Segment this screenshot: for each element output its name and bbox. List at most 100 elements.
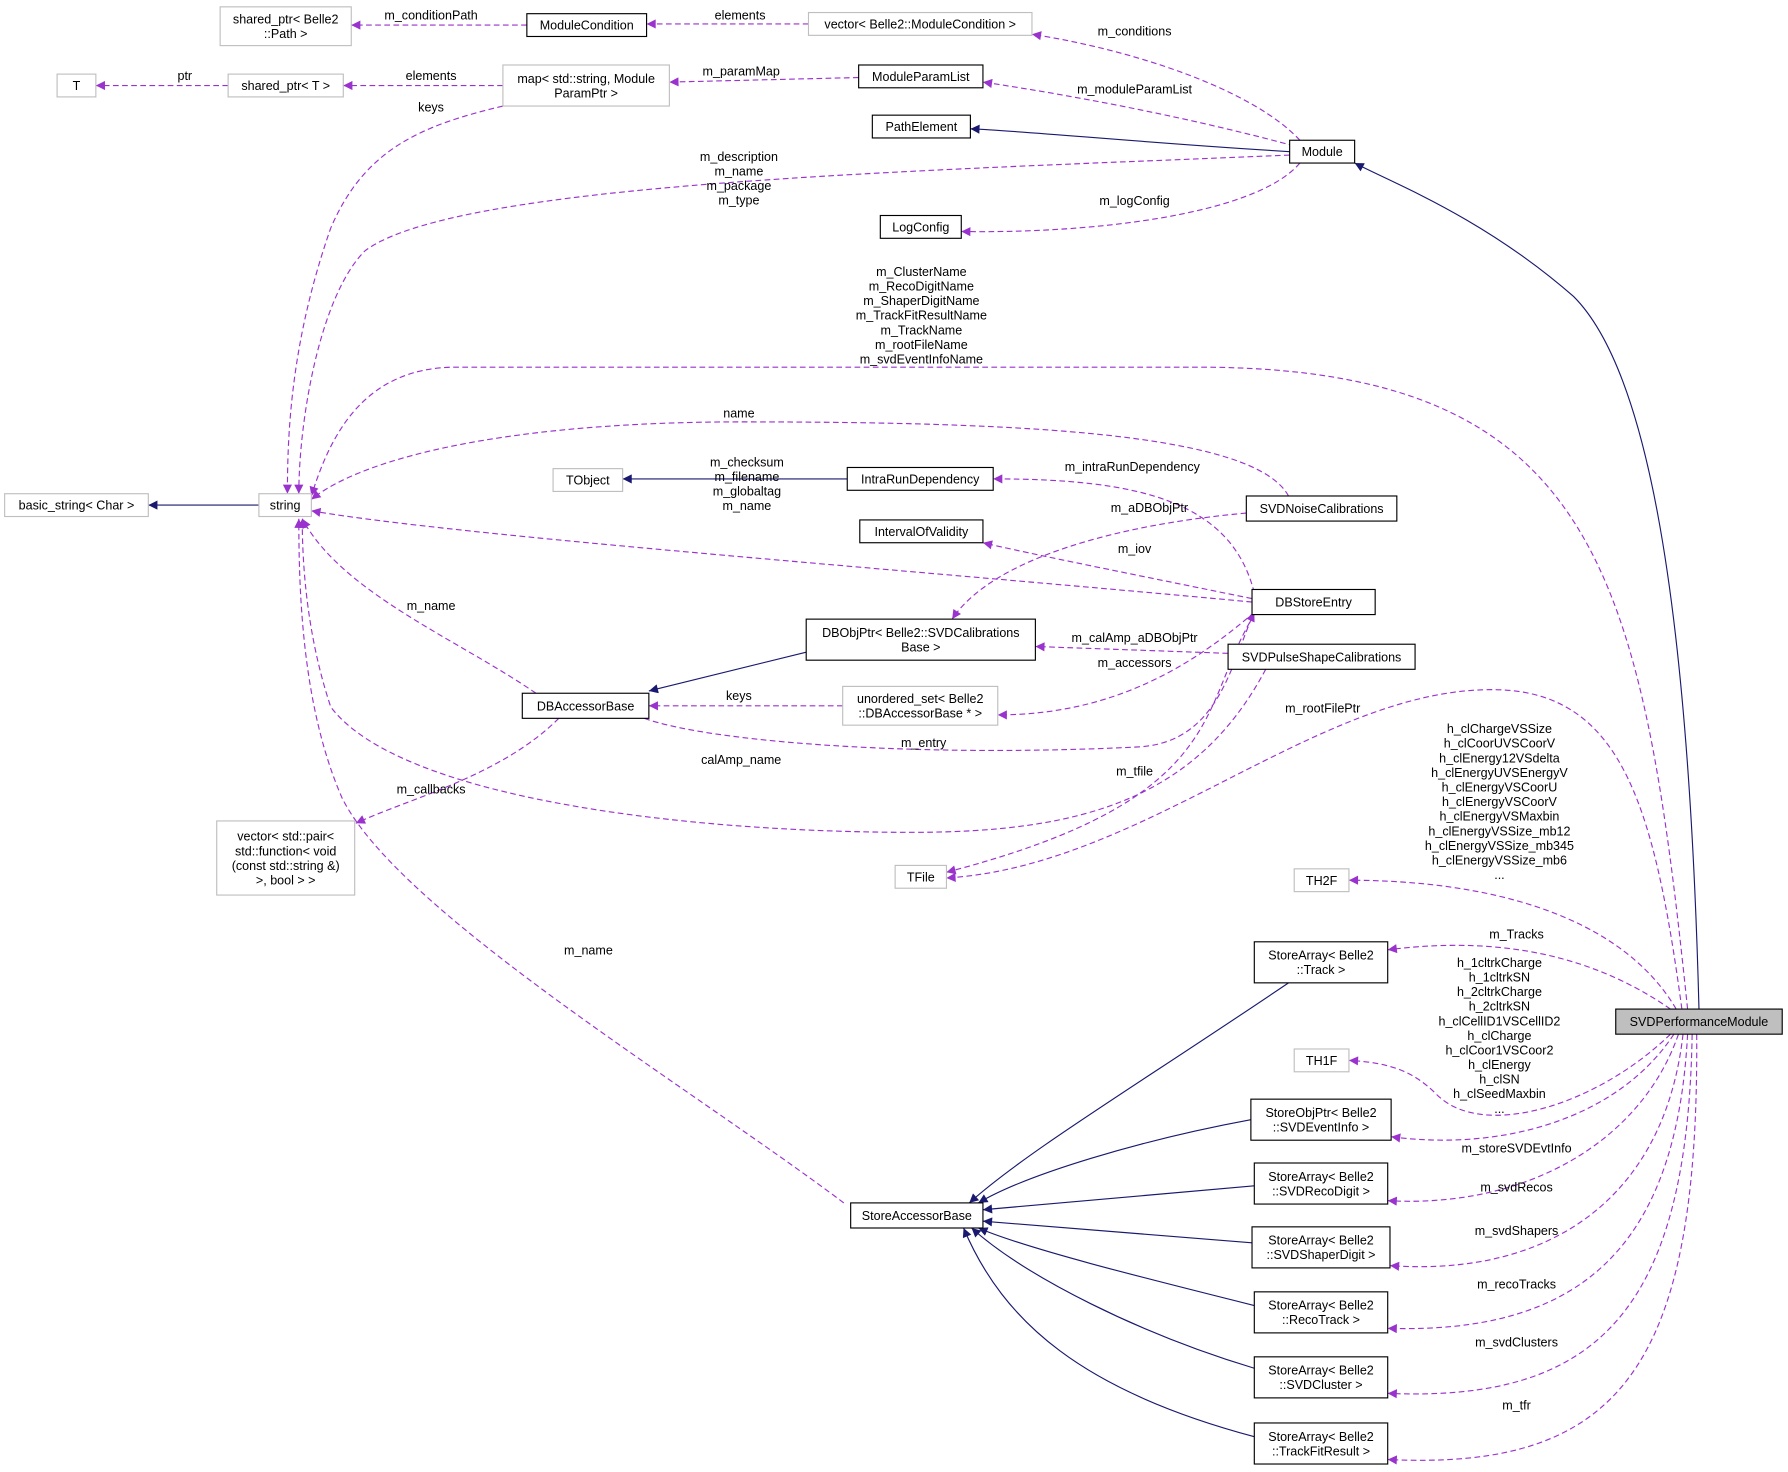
edge-label-name: name <box>723 406 754 420</box>
node-label: StoreArray< Belle2::TrackFitResult > <box>1268 1430 1374 1459</box>
edge-label-m-callbacks: m_callbacks <box>397 783 466 797</box>
node-label-line: (const std::string &) <box>232 859 340 873</box>
node-label-line: DBAccessorBase <box>537 699 635 713</box>
class-node-intrarun[interactable]: IntraRunDependency <box>846 466 994 491</box>
node-label: Module <box>1302 145 1343 159</box>
class-node-sa-recotrack[interactable]: StoreArray< Belle2::RecoTrack > <box>1253 1291 1389 1334</box>
class-node-sp-t[interactable]: shared_ptr< T > <box>227 73 344 98</box>
node-label: shared_ptr< T > <box>241 79 330 93</box>
node-label-line: ::SVDShaperDigit > <box>1266 1248 1375 1262</box>
node-label-line: ModuleParamList <box>872 70 970 84</box>
node-label-line: TH2F <box>1306 874 1338 888</box>
usage-edge-noisecal-to-string <box>310 421 1290 500</box>
class-node-module[interactable]: Module <box>1289 139 1356 164</box>
class-node-sp-path[interactable]: shared_ptr< Belle2::Path > <box>219 6 352 47</box>
inheritance-edge-sa_tfr-to-storeaccessor <box>962 1227 1255 1438</box>
node-label-line: >, bool > > <box>256 873 316 887</box>
class-node-modparamlist[interactable]: ModuleParamList <box>858 64 984 89</box>
class-node-sa-cluster[interactable]: StoreArray< Belle2::SVDCluster > <box>1253 1356 1389 1399</box>
edge-label-line: m_storeSVDEvtInfo <box>1462 1142 1572 1156</box>
edge-label-m-parammap: m_paramMap <box>703 64 780 78</box>
node-box <box>56 73 97 98</box>
node-label: basic_string< Char > <box>19 499 135 513</box>
edge-label-line: h_clCoor1VSCoor2 <box>1445 1043 1553 1057</box>
edge-label-line: m_ClusterName <box>876 265 967 279</box>
class-node-storeaccessor[interactable]: StoreAccessorBase <box>850 1202 984 1229</box>
class-node-dbstore[interactable]: DBStoreEntry <box>1251 588 1376 616</box>
edge-label-m-entry: m_entry <box>901 736 947 750</box>
edge-label-m-svdshapers: m_svdShapers <box>1475 1224 1559 1238</box>
edge-label-line: m_name <box>715 164 764 178</box>
edge-label-m-conditions: m_conditions <box>1098 24 1172 38</box>
usage-edge-perf-to-sa_cluster <box>1387 1034 1693 1399</box>
edge-label-line: m_name <box>407 599 456 613</box>
edge-label-m-accessors: m_accessors <box>1098 656 1172 670</box>
edge-label-line: m_calAmp_aDBObjPtr <box>1072 631 1198 645</box>
usage-edge-module-to-modparamlist <box>982 78 1295 147</box>
class-node-tfile[interactable]: TFile <box>894 864 948 889</box>
class-node-vec-pair[interactable]: vector< std::pair<std::function< void(co… <box>216 820 356 896</box>
inheritance-edge-sa_shaper-to-storeaccessor <box>982 1217 1253 1244</box>
node-label-line: StoreArray< Belle2 <box>1268 949 1374 963</box>
class-node-so-evtinfo[interactable]: StoreObjPtr< Belle2::SVDEventInfo > <box>1250 1098 1392 1141</box>
edge-label-m-moduleparamlist: m_moduleParamList <box>1077 82 1192 96</box>
class-node-tobject[interactable]: TObject <box>552 468 624 492</box>
node-label-line: StoreArray< Belle2 <box>1268 1430 1374 1444</box>
edge-label-line: h_2cltrkCharge <box>1457 985 1542 999</box>
edges-layer <box>95 19 1700 1465</box>
class-node-pathelement[interactable]: PathElement <box>871 114 971 139</box>
inheritance-edge-sa_track-to-storeaccessor <box>968 982 1289 1204</box>
edge-label-line: h_clEnergyVSCoorU <box>1442 781 1558 795</box>
edge-label-m-logconfig: m_logConfig <box>1099 194 1169 208</box>
class-node-noisecal[interactable]: SVDNoiseCalibrations <box>1245 495 1398 522</box>
node-label: string <box>270 499 301 513</box>
class-node-iov[interactable]: IntervalOfValidity <box>859 519 984 544</box>
class-node-string[interactable]: string <box>258 493 312 518</box>
class-node-basic-string[interactable]: basic_string< Char > <box>4 493 149 518</box>
edge-label-line: h_clEnergyVSCoorV <box>1442 795 1558 809</box>
class-node-pulsecal[interactable]: SVDPulseShapeCalibrations <box>1227 643 1416 670</box>
usage-edge-dbstore-to-tfile <box>946 614 1255 875</box>
class-node-sa-shaper[interactable]: StoreArray< Belle2::SVDShaperDigit > <box>1251 1226 1391 1269</box>
node-label: PathElement <box>885 120 957 134</box>
edge-label-keys: keys <box>418 101 444 115</box>
node-box <box>859 519 984 544</box>
edge-label-line: m_checksum <box>710 455 784 469</box>
edge-label-m-intrarundependency: m_intraRunDependency <box>1065 460 1201 474</box>
node-label-line: ::Track > <box>1297 963 1346 977</box>
class-node-th2f[interactable]: TH2F <box>1293 868 1350 893</box>
node-label-line: shared_ptr< Belle2 <box>233 12 339 26</box>
edge-label-m-name: m_name <box>407 599 456 613</box>
edge-label-line: h_clSeedMaxbin <box>1453 1087 1546 1101</box>
edge-label-line: m_filename <box>715 470 780 484</box>
node-label-line: string <box>270 499 301 513</box>
node-box <box>227 73 344 98</box>
edge-label-line: calAmp_name <box>701 753 781 767</box>
node-label: StoreAccessorBase <box>862 1209 972 1223</box>
inheritance-edge-sa_recodigit-to-storeaccessor <box>982 1185 1255 1214</box>
node-box <box>4 493 149 518</box>
node-label-line: vector< std::pair< <box>237 830 334 844</box>
class-node-modcond[interactable]: ModuleCondition <box>526 13 648 38</box>
usage-edge-perf-to-th2f <box>1348 875 1677 1010</box>
class-node-sa-track[interactable]: StoreArray< Belle2::Track > <box>1253 941 1389 984</box>
node-box <box>552 468 624 492</box>
class-node-perf: SVDPerformanceModule <box>1615 1008 1783 1035</box>
class-node-unordered-set[interactable]: unordered_set< Belle2::DBAccessorBase * … <box>842 685 999 726</box>
edge-label-line: name <box>723 406 754 420</box>
class-node-vec-modcond[interactable]: vector< Belle2::ModuleCondition > <box>807 11 1033 36</box>
class-node-sa-tfr[interactable]: StoreArray< Belle2::TrackFitResult > <box>1253 1422 1389 1465</box>
class-node-th1f[interactable]: TH1F <box>1293 1048 1350 1073</box>
class-node-dbaccessor[interactable]: DBAccessorBase <box>521 692 650 719</box>
class-node-t[interactable]: T <box>56 73 97 98</box>
class-node-sa-recodigit[interactable]: StoreArray< Belle2::SVDRecoDigit > <box>1253 1162 1389 1205</box>
class-node-logconfig[interactable]: LogConfig <box>879 214 962 239</box>
